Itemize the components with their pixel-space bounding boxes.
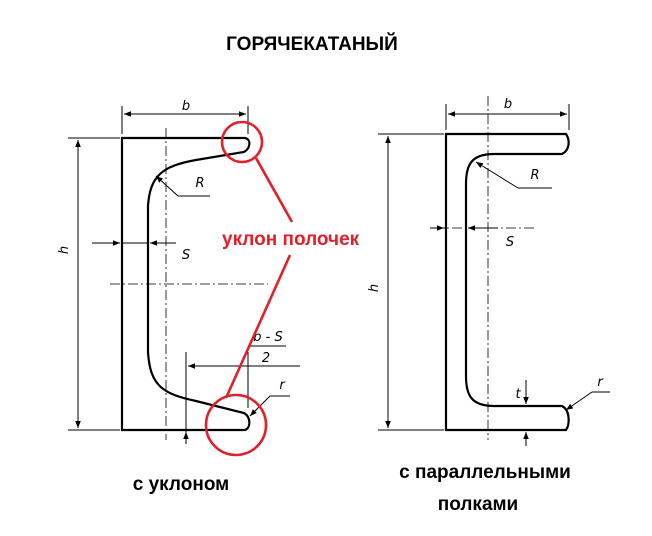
left-r-label: r: [279, 378, 286, 393]
left-b-minus-s-label: b - S: [253, 330, 282, 345]
diagram-title: ГОРЯЧЕКАТАНЫЙ: [226, 33, 398, 55]
flange-slope-label: уклон полочек: [222, 229, 360, 250]
bottom-flange-highlight: [204, 393, 268, 457]
right-channel-figure: b h S R t r: [367, 96, 610, 446]
right-h-label: h: [367, 284, 382, 292]
right-caption-line1: с параллельными: [399, 462, 571, 483]
left-b-label: b: [182, 99, 190, 114]
right-channel-profile: [444, 132, 570, 432]
right-b-label: b: [504, 97, 512, 112]
left-R-label: R: [195, 176, 204, 191]
left-channel-figure: b h S R b - S 2 r: [57, 99, 300, 444]
left-caption: с уклоном: [133, 474, 229, 495]
left-denominator-label: 2: [262, 351, 270, 366]
top-flange-highlight: [220, 120, 264, 164]
left-h-label: h: [57, 246, 72, 254]
right-R-label: R: [530, 168, 539, 183]
right-caption-line2: полками: [438, 494, 519, 515]
left-channel-profile: [120, 136, 251, 432]
right-t-label: t: [515, 387, 521, 402]
right-s-label: S: [506, 235, 514, 250]
flange-slope-callout: уклон полочек: [204, 120, 360, 457]
right-r-label: r: [597, 375, 604, 390]
left-s-label: S: [182, 248, 190, 263]
